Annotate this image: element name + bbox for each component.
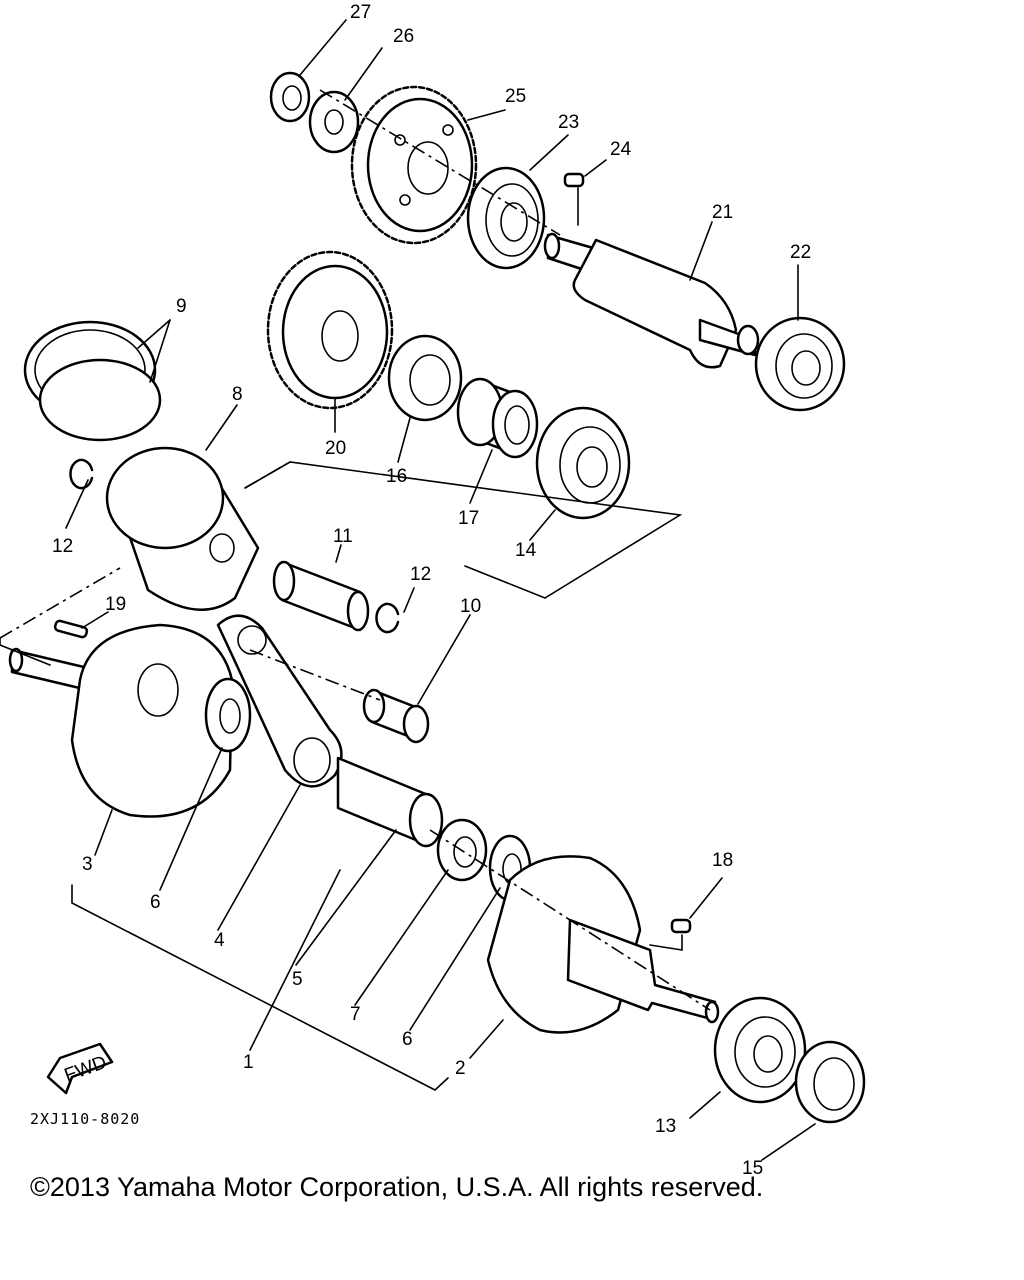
part-9-piston-rings xyxy=(23,320,162,442)
part-4-connecting-rod xyxy=(216,614,343,788)
part-21-balancer-shaft xyxy=(543,232,760,369)
callout-9: 9 xyxy=(176,296,187,317)
part-15-oil-seal xyxy=(794,1040,866,1124)
callout-24: 24 xyxy=(610,139,632,160)
part-25-drive-gear xyxy=(350,85,478,245)
callout-27: 27 xyxy=(350,2,371,23)
part-5-crank-pin xyxy=(336,756,444,848)
part-18-woodruff-key xyxy=(670,918,692,934)
callout-4: 4 xyxy=(214,930,225,951)
callout-7: 7 xyxy=(350,1004,361,1025)
callout-6-right: 6 xyxy=(402,1029,413,1050)
callout-8: 8 xyxy=(232,384,243,405)
assembly-lines xyxy=(0,89,711,1091)
callout-12-left: 12 xyxy=(52,536,73,557)
callout-11: 11 xyxy=(333,526,353,547)
part-3-crank-left xyxy=(8,623,234,818)
part-10-needle-bearing xyxy=(362,688,430,744)
part-12-circlip-left xyxy=(69,458,94,490)
callout-5: 5 xyxy=(292,969,303,990)
leader-lines xyxy=(65,19,816,1161)
callout-10: 10 xyxy=(460,596,481,617)
copyright-notice: ©2013 Yamaha Motor Corporation, U.S.A. A… xyxy=(30,1172,764,1202)
callout-22: 22 xyxy=(790,242,811,263)
part-19-woodruff-key xyxy=(53,619,89,639)
callout-19: 19 xyxy=(105,594,126,615)
callout-6-left: 6 xyxy=(150,892,161,913)
callout-20: 20 xyxy=(325,438,346,459)
part-6-washer-left xyxy=(204,677,252,753)
part-8-piston xyxy=(105,446,260,611)
callout-1: 1 xyxy=(243,1052,254,1073)
part-11-piston-pin xyxy=(272,560,370,632)
callout-2: 2 xyxy=(455,1058,466,1079)
part-27-nut xyxy=(269,71,311,123)
callout-18: 18 xyxy=(712,850,733,871)
callout-26: 26 xyxy=(393,26,414,47)
fwd-arrow-icon: FWD xyxy=(46,1042,114,1095)
part-23-bearing xyxy=(466,166,546,270)
part-26-lock-washer xyxy=(308,90,360,154)
callout-13: 13 xyxy=(655,1116,676,1137)
callout-12-right: 12 xyxy=(410,564,431,585)
part-13-bearing xyxy=(713,996,807,1104)
part-12-circlip-right xyxy=(375,602,400,634)
part-24-woodruff-key xyxy=(563,172,585,188)
callout-25: 25 xyxy=(505,86,526,107)
part-17-collar xyxy=(456,377,539,459)
callout-16: 16 xyxy=(386,466,407,487)
callout-14: 14 xyxy=(515,540,537,561)
callout-21: 21 xyxy=(712,202,733,223)
drawing-code: 2XJ110-8020 xyxy=(30,1110,140,1128)
callout-3: 3 xyxy=(82,854,93,875)
part-2-crank-right xyxy=(486,855,720,1034)
callout-15: 15 xyxy=(742,1158,763,1179)
part-20-driven-gear xyxy=(266,250,394,410)
callout-labels: 27 26 25 23 24 21 22 9 8 20 16 17 14 11 … xyxy=(52,2,811,1179)
part-22-bearing xyxy=(754,316,846,412)
callout-23: 23 xyxy=(558,112,579,133)
part-16-bearing xyxy=(387,334,463,422)
callout-17: 17 xyxy=(458,508,479,529)
